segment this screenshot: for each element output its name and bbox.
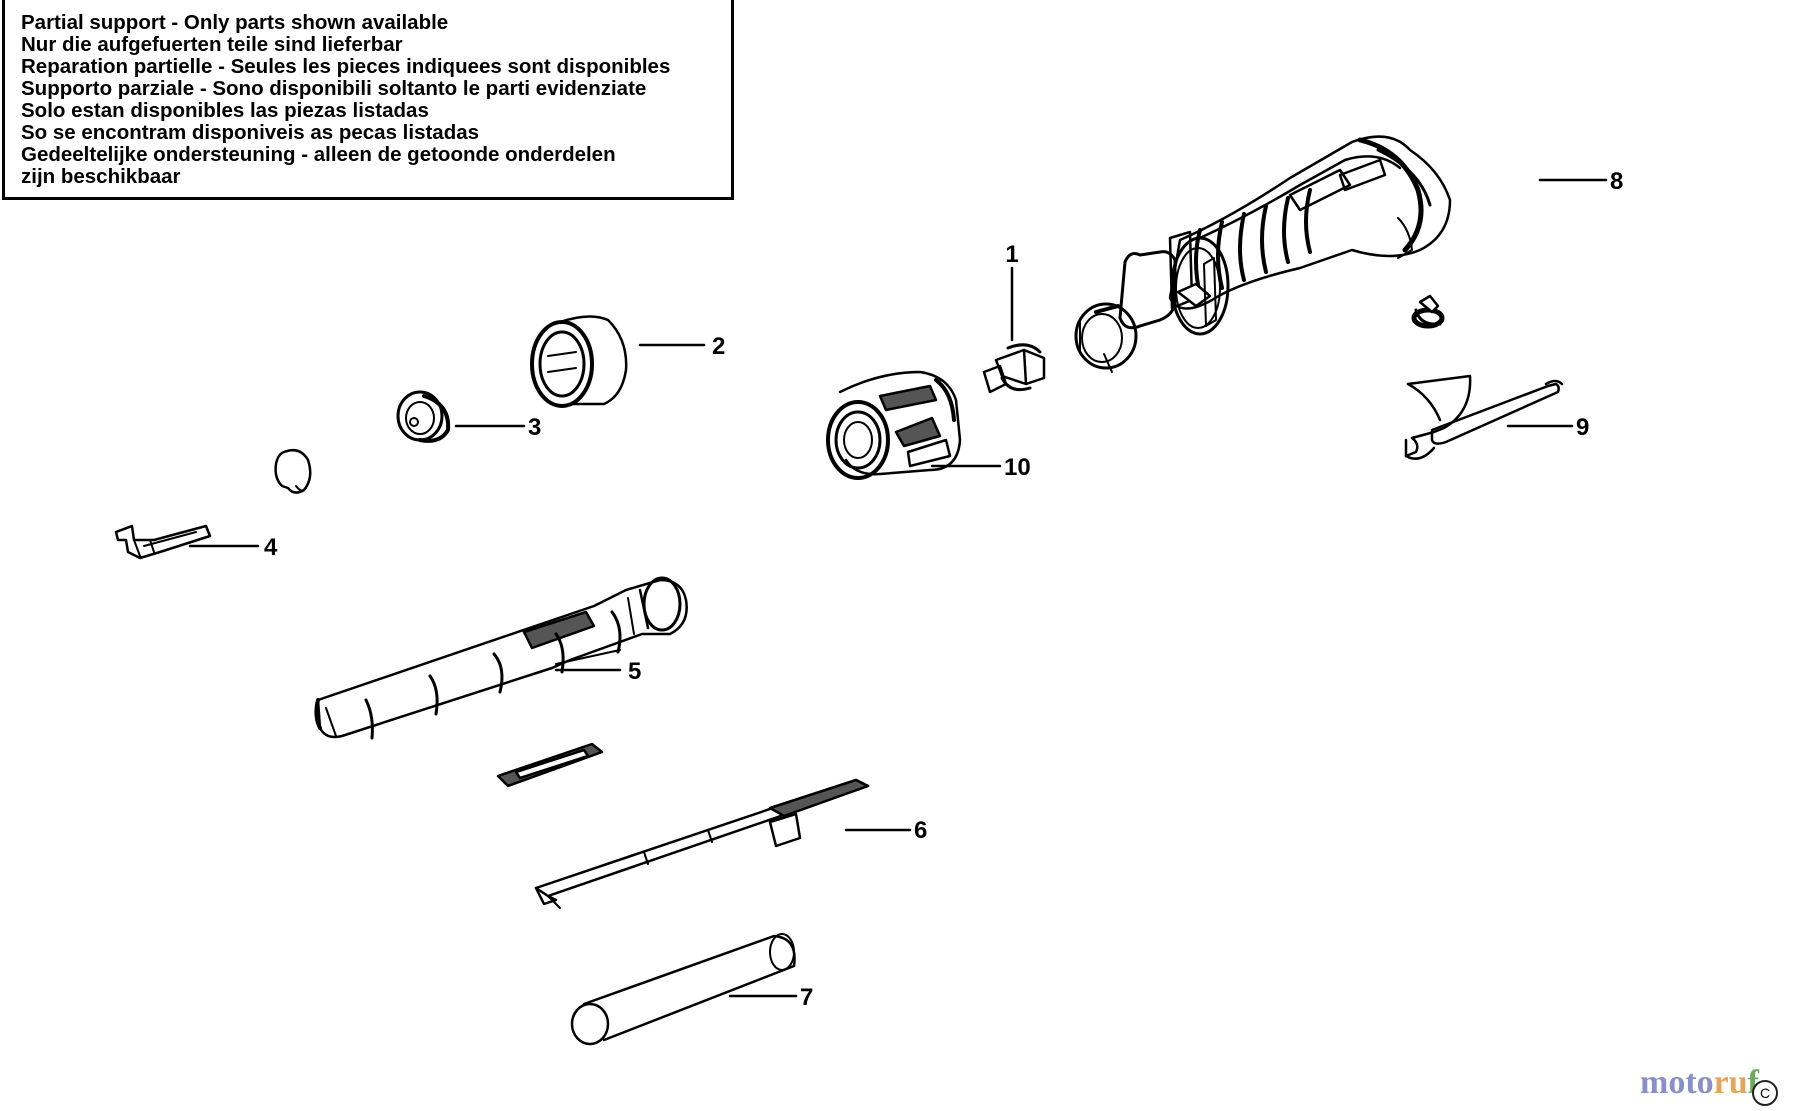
notice-line-pt: So se encontram disponiveis as pecas lis… [21,121,480,144]
callout-4: 4 [264,534,278,561]
callout-2: 2 [712,333,725,360]
leader-lines [188,178,1608,998]
watermark-logo: motoruf [1640,1064,1759,1102]
callout-9: 9 [1576,414,1589,441]
callout-8: 8 [1610,168,1623,195]
part-1-switch [982,343,1046,394]
callout-3: 3 [528,414,541,441]
switch-plate [496,742,604,788]
notice-line-nl: Gedeeltelijke ondersteuning - alleen de … [21,143,616,166]
callout-5: 5 [628,658,641,685]
part-2-lens-ring [530,315,628,408]
notice-line-de: Nur die aufgefuerten teile sind lieferba… [21,33,403,56]
part-7-battery-tube [570,933,796,1046]
small-screw [1411,294,1445,329]
notice-line-it: Supporto parziale - Sono disponibili sol… [21,77,647,100]
lens-disc [274,449,312,494]
part-4-contact-strip [114,524,212,560]
part-9-clip-bracket [1404,374,1564,460]
notice-line-en: Partial support - Only parts shown avail… [21,11,449,34]
callout-10: 10 [1004,454,1031,481]
callout-6: 6 [914,817,927,844]
notice-line-fr: Reparation partielle - Seules les pieces… [21,55,671,78]
watermark-part-b: ru [1713,1064,1748,1101]
contact-ring [1074,302,1138,373]
availability-notice-box: Partial support - Only parts shown avail… [2,0,734,200]
watermark-part-a: moto [1640,1064,1714,1101]
watermark-part-c: f [1747,1064,1759,1101]
notice-line-es: Solo estan disponibles las piezas listad… [21,99,429,122]
part-6-circuit-strip [534,778,870,909]
part-3-reflector [396,390,451,443]
part-5-inner-housing [314,576,688,740]
part-8-grip-housing [1118,135,1452,336]
callout-7: 7 [800,984,813,1011]
callout-1: 1 [1005,241,1018,268]
copyright-badge: C [1752,1080,1778,1106]
notice-line-nl-2: zijn beschikbaar [21,165,181,188]
part-10-head-cap [826,370,962,480]
